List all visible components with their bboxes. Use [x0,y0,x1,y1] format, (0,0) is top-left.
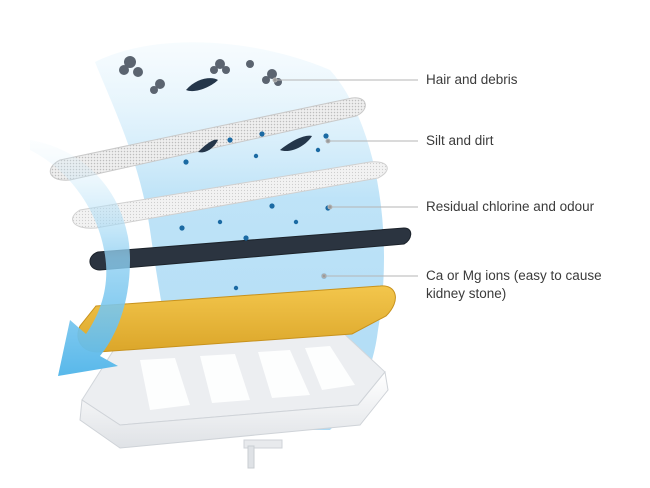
label-silt-and-dirt: Silt and dirt [426,132,494,150]
label-ca-mg-ions: Ca or Mg ions (easy to cause kidney ston… [426,267,602,303]
label-hair-and-debris: Hair and debris [426,71,518,89]
filter-tray [80,330,388,468]
label-residual-chlorine: Residual chlorine and odour [426,198,594,216]
